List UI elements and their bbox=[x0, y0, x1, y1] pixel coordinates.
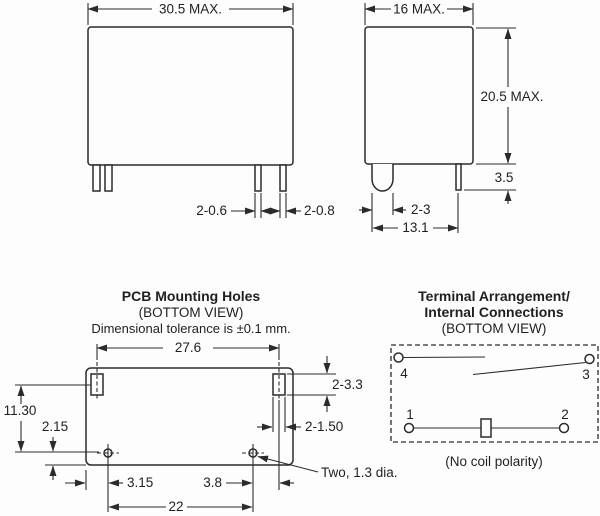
terminal-3-pin bbox=[584, 353, 595, 365]
terminal-1-label: 1 bbox=[406, 407, 414, 422]
dimension-hole-span: 22 bbox=[108, 499, 253, 514]
terminal-4-label: 4 bbox=[400, 366, 408, 381]
pin bbox=[455, 163, 462, 191]
terminal-subtitle: (BOTTOM VIEW) bbox=[442, 321, 547, 336]
dimension-edge-to-hole: 3.15 bbox=[65, 462, 153, 512]
dimension-peg-width: 2-3 bbox=[359, 193, 431, 232]
terminal-title-line2: Internal Connections bbox=[424, 304, 563, 320]
dim-label-pin-span: 13.1 bbox=[402, 220, 428, 235]
pcb-footprint-outline bbox=[85, 367, 294, 466]
dim-label-hole-span: 22 bbox=[168, 499, 183, 514]
dim-label-hole-to-slot: 3.8 bbox=[203, 475, 222, 490]
pcb-title: PCB Mounting Holes bbox=[122, 288, 261, 304]
dim-label-slot-span: 27.6 bbox=[175, 340, 201, 355]
terminal-3-label: 3 bbox=[582, 367, 590, 382]
pcb-tolerance-note: Dimensional tolerance is ±0.1 mm. bbox=[91, 321, 290, 336]
terminal-title-line1: Terminal Arrangement/ bbox=[418, 288, 570, 304]
dim-label-hole-to-edge: 2.15 bbox=[42, 419, 68, 434]
terminal-arrangement-drawing: Terminal Arrangement/ Internal Connectio… bbox=[390, 288, 599, 469]
mounting-hole-left bbox=[97, 444, 119, 462]
dim-label-side-width: 16 MAX. bbox=[393, 2, 445, 17]
pin bbox=[104, 164, 113, 192]
leader-line bbox=[257, 455, 319, 473]
terminal-2-label: 2 bbox=[561, 407, 569, 422]
dim-label-slot-to-hole: 11.30 bbox=[4, 403, 37, 418]
terminal-1-pin bbox=[403, 422, 415, 434]
dim-label-body-width: 30.5 MAX. bbox=[159, 2, 222, 17]
contact-circuit bbox=[393, 352, 595, 376]
pin bbox=[279, 164, 287, 192]
dimension-slot-span: 27.6 bbox=[96, 340, 280, 360]
mounting-hole-right bbox=[242, 444, 264, 462]
pin bbox=[92, 164, 101, 192]
dim-label-edge-to-hole: 3.15 bbox=[127, 475, 153, 490]
dim-label-pin-large: 2-0.8 bbox=[304, 203, 335, 218]
pcb-subtitle: (BOTTOM VIEW) bbox=[139, 305, 244, 320]
relay-body-side bbox=[364, 26, 474, 165]
terminal-4-pin bbox=[393, 352, 404, 363]
dimension-body-width: 30.5 MAX. bbox=[87, 2, 294, 25]
dimension-slot-to-hole: 11.30 bbox=[4, 384, 99, 453]
dimension-pin-length: 3.5 bbox=[464, 170, 516, 204]
relay-body-front bbox=[87, 26, 294, 166]
dimension-slot-height: 2-3.3 bbox=[287, 356, 363, 412]
fixed-contact-line bbox=[402, 356, 486, 359]
dimension-side-height: 20.5 MAX. bbox=[476, 27, 544, 165]
dimension-slot-width: 2-1.50 bbox=[257, 397, 343, 434]
hole-note-label: Two, 1.3 dia. bbox=[321, 465, 398, 480]
terminal-2-pin bbox=[558, 422, 570, 434]
pin bbox=[254, 164, 262, 192]
side-view-drawing: 16 MAX. 20.5 MAX. 3.5 2-3 13.1 bbox=[359, 2, 544, 235]
dimension-hole-to-edge: 2.15 bbox=[42, 419, 86, 480]
dimension-side-width: 16 MAX. bbox=[364, 2, 474, 25]
dim-label-side-height: 20.5 MAX. bbox=[480, 89, 543, 104]
coil-polarity-note: (No coil polarity) bbox=[445, 454, 543, 469]
coil-circuit bbox=[403, 418, 570, 438]
dim-label-pin-small: 2-0.6 bbox=[196, 203, 227, 218]
dimension-hole-to-slot: 3.8 bbox=[203, 400, 294, 512]
coil-symbol bbox=[480, 418, 492, 438]
dim-label-slot-width: 2-1.50 bbox=[305, 419, 343, 434]
dim-label-pin-length: 3.5 bbox=[495, 170, 514, 185]
dim-label-slot-height: 2-3.3 bbox=[332, 377, 363, 392]
pcb-mounting-holes-drawing: PCB Mounting Holes (BOTTOM VIEW) Dimensi… bbox=[4, 288, 398, 514]
dim-label-peg-width: 2-3 bbox=[411, 202, 431, 217]
front-view-drawing: 30.5 MAX. 2-0.6 2-0.8 bbox=[87, 2, 335, 218]
hole-diameter-callout: Two, 1.3 dia. bbox=[257, 455, 398, 480]
dimension-pin-widths: 2-0.6 2-0.8 bbox=[196, 193, 335, 218]
mounting-peg bbox=[371, 164, 394, 192]
movable-contact-blade bbox=[472, 361, 586, 376]
dimension-pin-span: 13.1 bbox=[372, 193, 459, 235]
